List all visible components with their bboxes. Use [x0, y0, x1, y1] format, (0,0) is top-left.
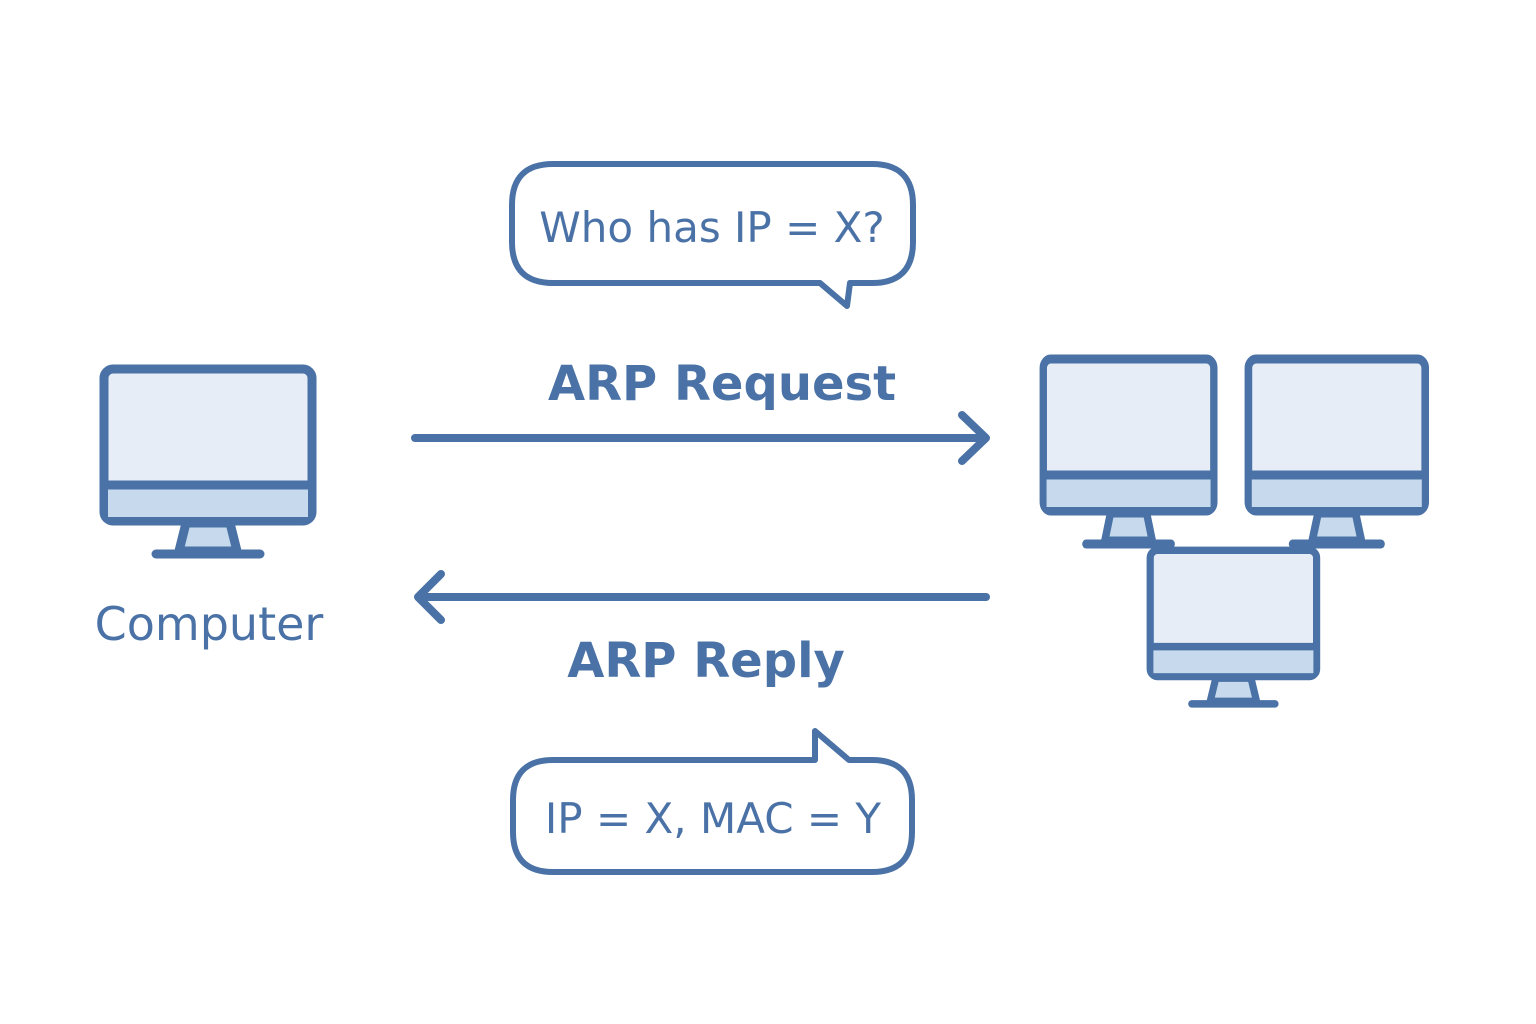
reply-arrow: [414, 570, 990, 624]
network-hosts-group: [1043, 359, 1425, 704]
request-speech-bubble: Who has IP = X?: [509, 161, 916, 309]
desktop-monitor-icon: [104, 369, 312, 554]
computer-label: Computer: [95, 597, 324, 651]
arp-request-label: ARP Request: [548, 356, 896, 412]
request-arrow: [411, 411, 990, 465]
reply-speech-bubble: IP = X, MAC = Y: [510, 728, 915, 875]
computer-node: Computer: [95, 369, 324, 651]
host-2-monitor-icon: [1248, 359, 1425, 544]
host-3-monitor-icon: [1150, 550, 1316, 704]
host-1-monitor-icon: [1043, 359, 1214, 544]
request-bubble-text: Who has IP = X?: [539, 203, 884, 252]
arp-reply-label: ARP Reply: [567, 633, 845, 689]
reply-bubble-text: IP = X, MAC = Y: [545, 794, 882, 843]
